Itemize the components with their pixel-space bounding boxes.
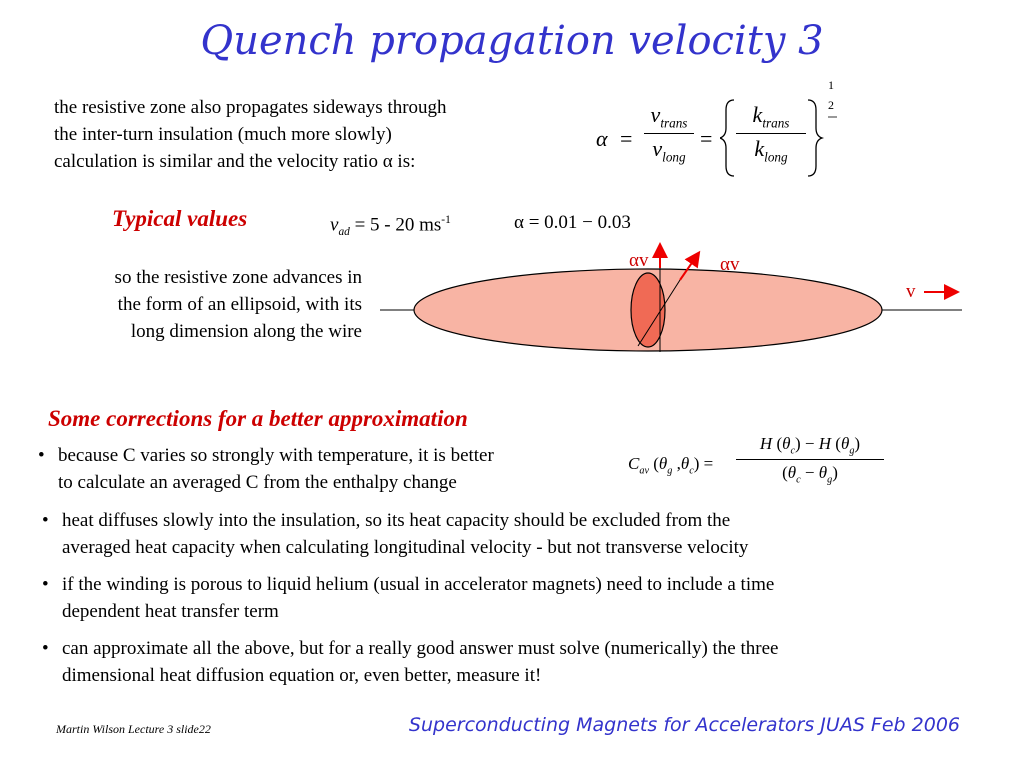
label-v: v (906, 281, 916, 302)
bullet-dot-4: • (42, 638, 49, 659)
eq2-c: C (628, 454, 640, 473)
bullet-insulation: • heat diffuses slowly into the insulati… (42, 507, 982, 561)
eq1-equals-1: = (620, 126, 633, 151)
corrections-heading: Some corrections for a better approximat… (48, 406, 468, 431)
eq1-brace-group (720, 99, 837, 177)
ellipsoid-description: so the resistive zone advances in the fo… (40, 264, 362, 345)
eq1-v-num: v (650, 102, 661, 127)
bullet-3-line-1: if the winding is porous to liquid heliu… (62, 574, 775, 595)
bullet-4-line-2: dimensional heat diffusion equation or, … (62, 665, 542, 686)
eq2-av-sub: av (639, 465, 649, 477)
bullet-dot-3: • (42, 574, 49, 595)
eq2-num-c: c (790, 445, 795, 457)
bullet-1-line-1: because C varies so strongly with temper… (58, 445, 494, 466)
left-brace (720, 99, 735, 177)
bullet-1-line-2: to calculate an averaged C from the enth… (58, 472, 457, 493)
eq1-exp-den: 2 (828, 98, 834, 112)
right-brace (807, 99, 825, 177)
vad-range: = 5 - 20 ms (349, 214, 442, 236)
eq2-numerator: H (θc) − H (θg) (736, 434, 884, 461)
vad-exp: -1 (441, 214, 451, 226)
eq2-num-g: g (849, 445, 855, 457)
transverse-arrow-diagonal (679, 250, 701, 281)
bullet-numerical: • can approximate all the above, but for… (42, 635, 982, 689)
intro-line-2: the inter-turn insulation (much more slo… (54, 124, 392, 145)
eq1-long-sub: long (662, 149, 686, 165)
ellipsoid-line-3: long dimension along the wire (130, 321, 362, 342)
ellipsoid-line-1: so the resistive zone advances in (114, 267, 362, 288)
label-alpha-v-up: αv (629, 250, 649, 271)
diagonal-axis (637, 279, 681, 347)
eq1-exp-num: 1 (828, 78, 834, 92)
vad-sub: ad (338, 226, 350, 239)
cross-section-ellipse (630, 272, 666, 348)
eq1-trans-sub: trans (660, 115, 688, 131)
alpha-range: α = 0.01 − 0.03 (514, 212, 631, 233)
bullet-2-line-1: heat diffuses slowly into the insulation… (62, 510, 731, 531)
typical-values-heading: Typical values (112, 206, 248, 231)
averaged-heat-capacity-equation: Cav (θg ,θc) = H (θc) − H (θg) (θc − θg) (628, 434, 888, 498)
eq2-lhs-g: g (667, 465, 673, 477)
label-alpha-v-diag: αv (720, 254, 740, 275)
footer-lecture: Martin Wilson Lecture 3 slide22 (56, 722, 211, 736)
eq2-fraction: H (θc) − H (θg) (θc − θg) (736, 434, 884, 486)
vad-symbol: v (330, 214, 339, 236)
vad-value: vad = 5 - 20 ms-1 (330, 214, 451, 238)
eq1-frac-k: ktrans klong (736, 102, 806, 166)
eq2-den-g: g (827, 474, 833, 486)
eq1-alpha: α (596, 126, 608, 151)
eq1-v-den: v (652, 136, 663, 162)
slide-title: Quench propagation velocity 3 (200, 18, 824, 64)
eq1-frac-v: vtrans vlong (644, 102, 694, 166)
bullet-helium: • if the winding is porous to liquid hel… (42, 571, 982, 625)
eq2-lhs-c: c (689, 465, 694, 477)
ellipsoid-line-2: the form of an ellipsoid, with its (117, 294, 362, 315)
eq1-k-trans-sub: trans (762, 115, 790, 131)
eq1-k-den: k (754, 136, 765, 162)
bullet-dot-2: • (42, 510, 49, 531)
bullet-dot-1: • (38, 445, 45, 466)
bullet-4-line-1: can approximate all the above, but for a… (62, 638, 779, 659)
intro-line-1: the resistive zone also propagates sidew… (54, 97, 447, 118)
eq2-denominator: (θc − θg) (782, 463, 838, 486)
eq1-equals-2: = (700, 126, 713, 151)
eq1-k-num: k (752, 102, 763, 127)
eq2-den-c: c (796, 474, 801, 486)
bullet-2-line-2: averaged heat capacity when calculating … (62, 537, 749, 558)
intro-text: the resistive zone also propagates sidew… (54, 94, 554, 175)
ellipsoid-diagram: αv αv v (380, 242, 962, 352)
bullet-3-line-2: dependent heat transfer term (62, 601, 279, 622)
bullet-enthalpy: • because C varies so strongly with temp… (38, 442, 598, 496)
eq1-k-long-sub: long (764, 149, 788, 165)
intro-line-3: calculation is similar and the velocity … (54, 151, 416, 172)
eq2-lhs: Cav (θg ,θc) = (628, 454, 714, 477)
footer-course: Superconducting Magnets for Accelerators… (408, 714, 960, 736)
velocity-ratio-equation: α = vtrans vlong = ktrans klong 1 2 (596, 78, 837, 186)
